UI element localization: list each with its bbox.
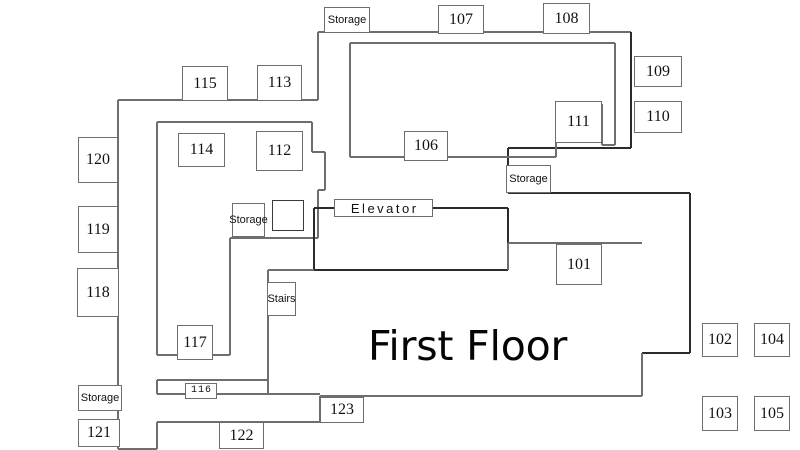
room-label-room-117[interactable]: 117	[177, 325, 213, 360]
room-label-room-108[interactable]: 108	[543, 3, 590, 34]
room-label-room-110[interactable]: 110	[634, 101, 682, 133]
room-label-room-113[interactable]: 113	[257, 65, 302, 101]
room-label-room-118[interactable]: 118	[77, 268, 119, 317]
room-label-storage-mid[interactable]: Storage	[506, 165, 551, 193]
room-label-stairs[interactable]: Stairs	[267, 282, 296, 316]
room-label-room-123[interactable]: 123	[320, 397, 364, 423]
room-label-room-122[interactable]: 122	[219, 422, 264, 449]
room-label-storage-inner[interactable]: Storage	[229, 203, 268, 237]
room-label-room-116[interactable]: 116	[185, 383, 217, 399]
page-title: First Floor	[368, 322, 568, 370]
room-101-walls	[507, 242, 642, 270]
room-label-room-106[interactable]: 106	[404, 131, 448, 161]
room-label-room-111[interactable]: 111	[555, 101, 602, 143]
room-label-room-115[interactable]: 115	[182, 66, 228, 101]
room-label-storage-top[interactable]: Storage	[324, 7, 370, 33]
room-label-room-120[interactable]: 120	[78, 137, 118, 183]
room-label-room-107[interactable]: 107	[438, 5, 484, 34]
room-label-elevator[interactable]: Elevator	[334, 199, 433, 217]
room-label-room-103[interactable]: 103	[702, 396, 738, 431]
room-label-unlabeled-box[interactable]	[272, 200, 304, 231]
room-label-room-119[interactable]: 119	[78, 206, 118, 253]
room-label-room-101[interactable]: 101	[556, 244, 602, 285]
room-label-room-102[interactable]: 102	[702, 323, 738, 357]
room-label-room-112[interactable]: 112	[256, 131, 303, 171]
west-inner-walls	[156, 121, 326, 356]
room-label-room-114[interactable]: 114	[178, 133, 225, 167]
room-label-room-105[interactable]: 105	[754, 396, 790, 431]
room-label-room-104[interactable]: 104	[754, 323, 790, 357]
room-label-storage-bottom[interactable]: Storage	[78, 385, 122, 411]
room-label-room-109[interactable]: 109	[634, 56, 682, 87]
room-label-room-121[interactable]: 121	[78, 419, 120, 447]
upper-right-wing-walls	[507, 32, 691, 396]
